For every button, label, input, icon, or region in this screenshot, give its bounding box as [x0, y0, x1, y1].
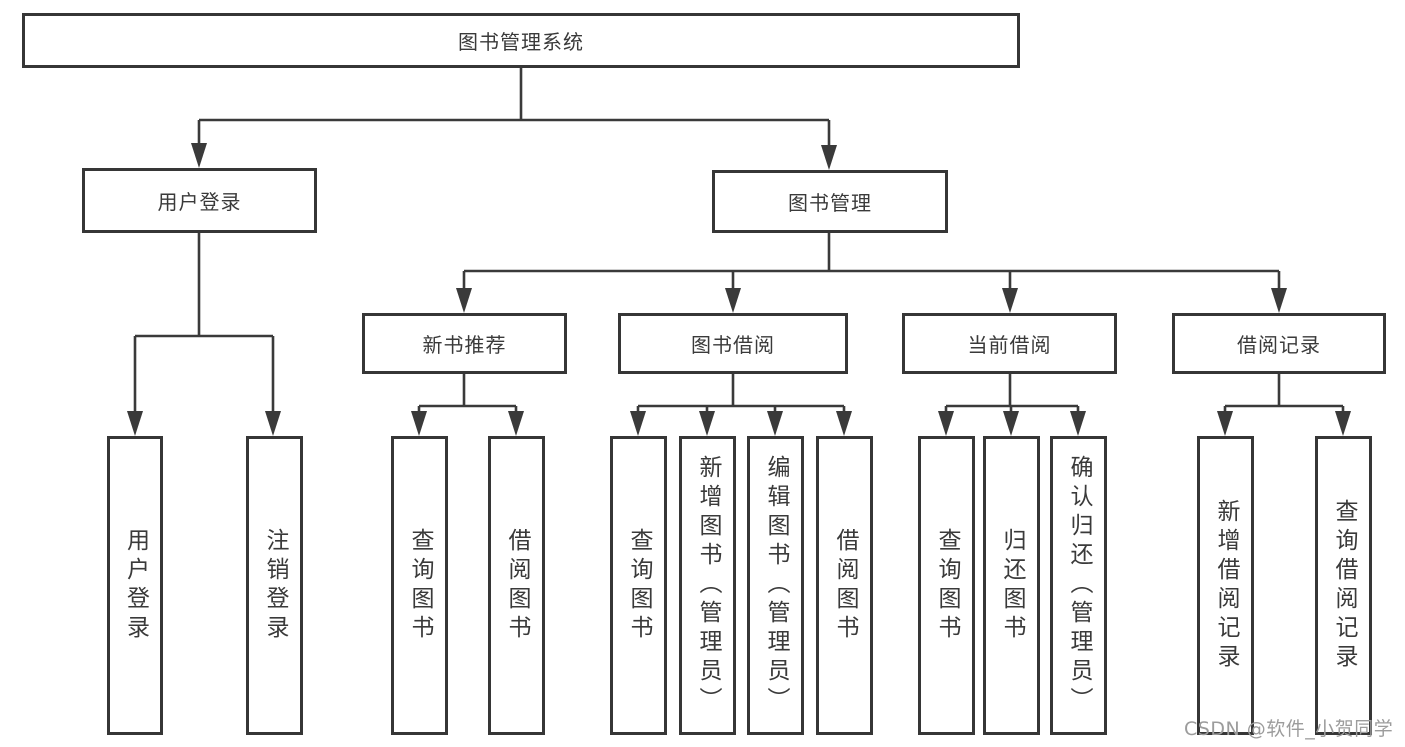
- leaf-add-book-admin: 新增图书（管理员）: [679, 436, 736, 735]
- arrow-icon: [630, 411, 646, 436]
- connector-root-level2: [197, 68, 831, 148]
- leaf-query-book-recommend: 查询图书: [391, 436, 448, 735]
- leaf-borrow-book-recommend: 借阅图书: [488, 436, 545, 735]
- leaf-query-book-borrow: 查询图书: [610, 436, 667, 735]
- arrow-icon: [938, 411, 954, 436]
- node-user-login: 用户登录: [82, 168, 317, 233]
- arrow-icon: [1070, 411, 1086, 436]
- leaf-query-book-current: 查询图书: [918, 436, 975, 735]
- leaf-logout: 注销登录: [246, 436, 303, 735]
- leaf-edit-book-admin: 编辑图书（管理员）: [747, 436, 804, 735]
- arrow-icon: [127, 411, 143, 436]
- arrow-icon: [836, 411, 852, 436]
- connector-borrow-record-leaves: [1223, 374, 1345, 413]
- arrow-icon: [191, 143, 207, 168]
- arrow-icon: [265, 411, 281, 436]
- watermark-text: CSDN @软件_小贺同学: [1184, 718, 1394, 740]
- leaf-add-borrow-record: 新增借阅记录: [1197, 436, 1254, 735]
- arrow-icon: [725, 288, 741, 313]
- connector-current-borrow-leaves: [944, 374, 1080, 413]
- arrow-icon: [1335, 411, 1351, 436]
- arrow-icon: [821, 145, 837, 170]
- leaf-borrow-book-borrow: 借阅图书: [816, 436, 873, 735]
- node-borrow-record: 借阅记录: [1172, 313, 1386, 374]
- node-root-system: 图书管理系统: [22, 13, 1020, 68]
- leaf-return-book: 归还图书: [983, 436, 1040, 735]
- node-book-management: 图书管理: [712, 170, 948, 233]
- arrow-icon: [1002, 288, 1018, 313]
- connector-book-management-level3: [462, 233, 1281, 290]
- arrow-icon: [1271, 288, 1287, 313]
- leaf-user-login: 用户登录: [107, 436, 163, 735]
- arrow-icon: [508, 411, 524, 436]
- arrow-icon: [767, 411, 783, 436]
- arrow-icon: [456, 288, 472, 313]
- arrow-icon: [1217, 411, 1233, 436]
- leaf-query-borrow-record: 查询借阅记录: [1315, 436, 1372, 735]
- arrow-icon: [1003, 411, 1019, 436]
- connector-user-login-leaves: [133, 233, 275, 414]
- arrow-icon: [699, 411, 715, 436]
- connector-book-borrow-leaves: [636, 374, 846, 413]
- leaf-confirm-return-admin: 确认归还（管理员）: [1050, 436, 1107, 735]
- node-current-borrow: 当前借阅: [902, 313, 1117, 374]
- connector-new-book-recommend-leaves: [417, 374, 518, 413]
- arrow-icon: [411, 411, 427, 436]
- node-book-borrow: 图书借阅: [618, 313, 848, 374]
- node-new-book-recommend: 新书推荐: [362, 313, 567, 374]
